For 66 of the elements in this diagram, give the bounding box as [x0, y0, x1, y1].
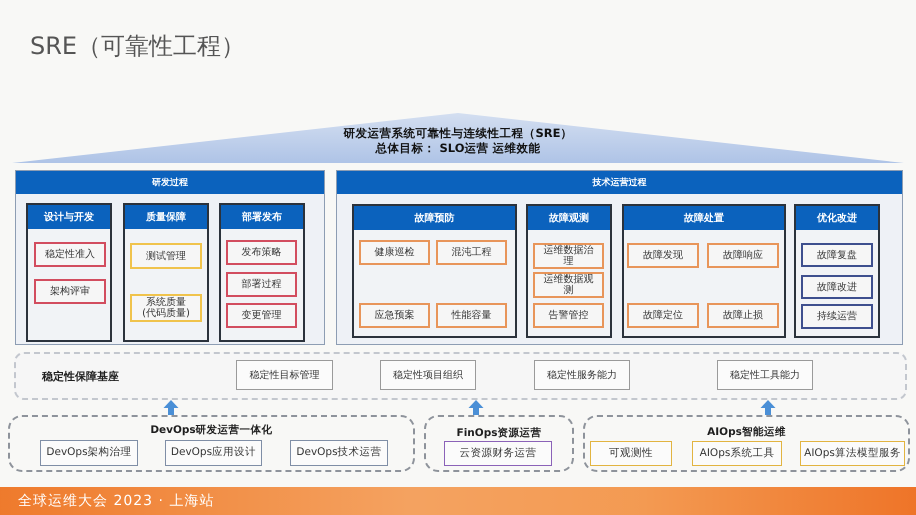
process-box: 部署过程	[226, 272, 297, 297]
process-box: DevOps技术运营	[290, 440, 388, 466]
process-box: 云资源财务运营	[444, 441, 552, 466]
column-header: 故障观测	[528, 206, 610, 230]
process-box: 稳定性项目组织	[380, 360, 476, 390]
column-panel	[123, 203, 209, 342]
process-box: 告警管控	[533, 303, 604, 328]
group-title: AIOps智能运维	[707, 425, 786, 439]
process-box: 故障定位	[627, 303, 699, 328]
column-panel	[26, 203, 112, 342]
process-box: 故障止损	[707, 303, 779, 328]
roof-triangle	[12, 113, 904, 163]
arrow	[760, 400, 776, 415]
process-box: 稳定性准入	[34, 242, 106, 267]
process-box: 稳定性目标管理	[236, 360, 333, 390]
column-header: 故障预防	[354, 206, 515, 230]
process-box: AIOps算法模型服务	[800, 441, 905, 466]
process-box: 可观测性	[590, 441, 672, 466]
column-panel	[219, 203, 305, 342]
panel-header: 技术运营过程	[337, 171, 902, 194]
column-header: 优化改进	[796, 206, 878, 230]
process-box: 故障响应	[707, 243, 779, 268]
process-box: 故障发现	[627, 243, 699, 268]
process-box: 故障改进	[801, 275, 873, 299]
arrow	[164, 400, 178, 415]
column-header: 设计与开发	[28, 205, 110, 229]
group-title: DevOps研发运营一体化	[150, 423, 273, 437]
process-box: 变更管理	[226, 303, 297, 328]
process-box: 测试管理	[130, 243, 202, 269]
column-header: 质量保障	[125, 205, 207, 229]
arrow	[468, 400, 484, 415]
panel	[336, 170, 903, 345]
process-box: DevOps应用设计	[165, 440, 262, 466]
process-box: 持续运营	[801, 304, 873, 329]
process-box: 发布策略	[226, 240, 297, 265]
process-box: 运维数据治理	[533, 243, 604, 269]
panel	[15, 170, 325, 345]
process-box: 稳定性工具能力	[717, 360, 813, 390]
footer-text: 全球运维大会 2023 · 上海站	[18, 492, 214, 510]
roof-subtitle: 总体目标： SLO运营 运维效能	[376, 141, 540, 155]
roof-title: 研发运营系统可靠性与连续性工程（SRE）	[344, 126, 572, 140]
dashed-group	[583, 415, 910, 472]
process-box: 故障复盘	[801, 243, 873, 267]
column-panel	[622, 204, 786, 338]
process-box: 混沌工程	[436, 240, 507, 265]
column-panel	[352, 204, 517, 338]
column-panel	[526, 204, 612, 338]
process-box: 系统质量(代码质量)	[130, 294, 202, 322]
process-box: AIOps系统工具	[692, 441, 782, 466]
process-box: DevOps架构治理	[40, 440, 138, 466]
slide-title: SRE（可靠性工程）	[30, 31, 246, 62]
process-box: 运维数据观测	[533, 272, 604, 298]
dashed-group	[8, 415, 415, 472]
panel-header: 研发过程	[16, 171, 324, 194]
dashed-group	[424, 415, 574, 472]
group-title: FinOps资源运营	[456, 426, 542, 440]
dashed-band	[14, 352, 907, 400]
process-box: 健康巡检	[359, 240, 430, 265]
process-box: 稳定性服务能力	[534, 360, 630, 390]
process-box: 架构评审	[34, 279, 106, 304]
column-header: 部署发布	[221, 205, 303, 229]
column-header: 故障处置	[624, 206, 784, 230]
column-panel	[794, 204, 880, 338]
band-title: 稳定性保障基座	[42, 369, 119, 384]
process-box: 性能容量	[436, 303, 507, 328]
process-box: 应急预案	[359, 303, 430, 328]
